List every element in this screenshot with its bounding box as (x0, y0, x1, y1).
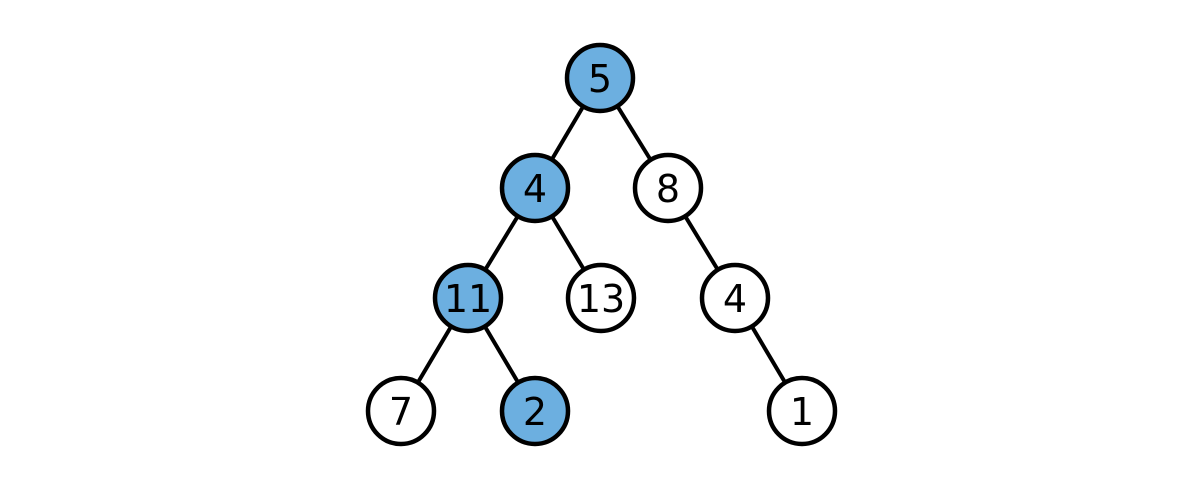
tree-node-circle[interactable] (766, 375, 838, 447)
tree-node-circle[interactable] (565, 262, 637, 334)
tree-node[interactable]: 1 (766, 375, 838, 447)
tree-node[interactable]: 4 (699, 262, 771, 334)
tree-node[interactable]: 4 (499, 152, 571, 224)
tree-node[interactable]: 11 (432, 262, 504, 334)
tree-node-circle[interactable] (699, 262, 771, 334)
tree-node-circle[interactable] (365, 375, 437, 447)
tree-node-circle-highlighted[interactable] (499, 152, 571, 224)
tree-edges-group (399, 76, 804, 413)
tree-node[interactable]: 13 (565, 262, 637, 334)
tree-node-circle[interactable] (632, 152, 704, 224)
tree-node[interactable]: 8 (632, 152, 704, 224)
tree-node-circle-highlighted[interactable] (499, 375, 571, 447)
tree-node-circle-highlighted[interactable] (564, 42, 636, 114)
tree-node[interactable]: 2 (499, 375, 571, 447)
tree-node[interactable]: 5 (564, 42, 636, 114)
tree-node[interactable]: 7 (365, 375, 437, 447)
tree-node-circle-highlighted[interactable] (432, 262, 504, 334)
